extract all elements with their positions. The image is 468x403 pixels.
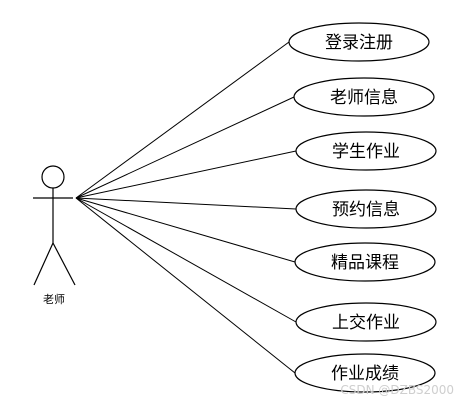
use-case-submit-homework: 上交作业 <box>295 302 437 342</box>
actor-right-leg <box>52 242 76 286</box>
association-line-homework-grades <box>75 197 296 374</box>
association-line-login-register <box>75 41 290 199</box>
use-case-label: 老师信息 <box>330 88 398 108</box>
use-case-ellipse <box>295 302 437 342</box>
use-case-label: 作业成绩 <box>331 364 399 384</box>
use-case-label: 精品课程 <box>331 253 399 273</box>
association-line-premium-courses <box>75 197 296 263</box>
association-line-teacher-info <box>75 96 295 199</box>
actor-teacher: 老师 <box>33 165 76 306</box>
use-case-premium-courses: 精品课程 <box>294 242 436 282</box>
association-lines <box>75 41 297 374</box>
use-case-label: 学生作业 <box>332 142 400 162</box>
use-case-homework-grades: 作业成绩 <box>294 353 436 393</box>
use-case-student-homework: 学生作业 <box>295 131 437 171</box>
actor-label: 老师 <box>43 293 65 306</box>
use-case-teacher-info: 老师信息 <box>293 77 435 117</box>
use-case-ellipse <box>288 22 430 62</box>
watermark: CSDN @DZBS2000 <box>340 383 454 397</box>
association-line-submit-homework <box>75 197 297 323</box>
use-case-login-register: 登录注册 <box>288 22 430 62</box>
use-case-ellipse <box>295 131 437 171</box>
actor-head <box>41 165 65 189</box>
use-case-ellipse <box>293 77 435 117</box>
use-case-appointment-info: 预约信息 <box>295 189 437 229</box>
use-case-ellipse <box>295 189 437 229</box>
use-case-label: 预约信息 <box>332 200 400 220</box>
actor-left-leg <box>33 242 54 286</box>
use-case-ellipse <box>294 353 436 393</box>
use-case-label: 登录注册 <box>325 33 393 53</box>
use-case-ellipse <box>294 242 436 282</box>
use-case-label: 上交作业 <box>332 313 400 333</box>
association-line-student-homework <box>75 150 297 199</box>
association-line-appointment-info <box>75 197 297 210</box>
